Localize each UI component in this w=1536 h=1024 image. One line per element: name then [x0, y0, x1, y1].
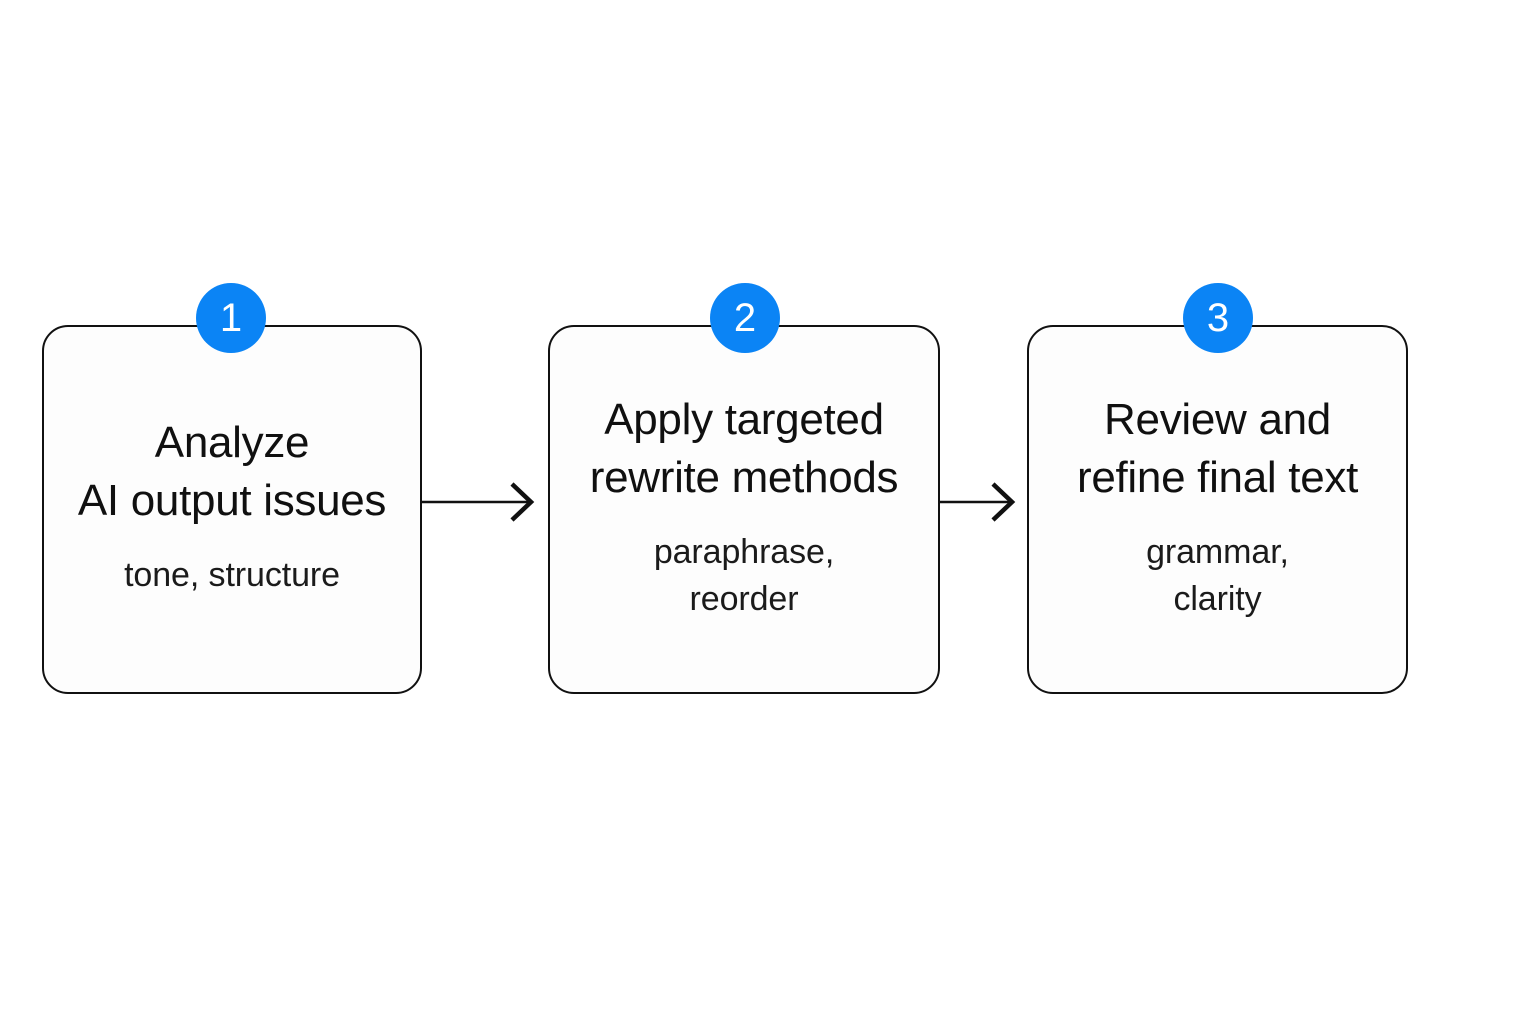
- step-badge-1: 1: [196, 283, 266, 353]
- step-badge-number-3: 3: [1206, 296, 1230, 340]
- step-badge-2: 2: [710, 283, 780, 353]
- step-badge-3: 3: [1183, 283, 1253, 353]
- step-badge-number-1: 1: [219, 296, 243, 340]
- step-title-2: Apply targeted rewrite methods: [589, 394, 899, 502]
- connector-arrow-1-to-2: [420, 478, 550, 526]
- step-box-1[interactable]: Analyze AI output issues tone, structure: [42, 325, 422, 694]
- arrow-right-icon: [938, 482, 1016, 522]
- step-subtitle-3: grammar, clarity: [1146, 532, 1289, 618]
- step-box-2[interactable]: Apply targeted rewrite methods paraphras…: [548, 325, 940, 694]
- step-box-3[interactable]: Review and refine final text grammar, cl…: [1027, 325, 1408, 694]
- connector-arrow-2-to-3: [938, 478, 1030, 526]
- step-subtitle-1: tone, structure: [124, 556, 340, 595]
- step-subtitle-2: paraphrase, reorder: [653, 532, 835, 618]
- step-title-3: Review and refine final text: [1076, 394, 1359, 502]
- step-badge-number-2: 2: [733, 296, 757, 340]
- step-title-1: Analyze AI output issues: [77, 417, 387, 526]
- arrow-right-icon: [420, 482, 535, 522]
